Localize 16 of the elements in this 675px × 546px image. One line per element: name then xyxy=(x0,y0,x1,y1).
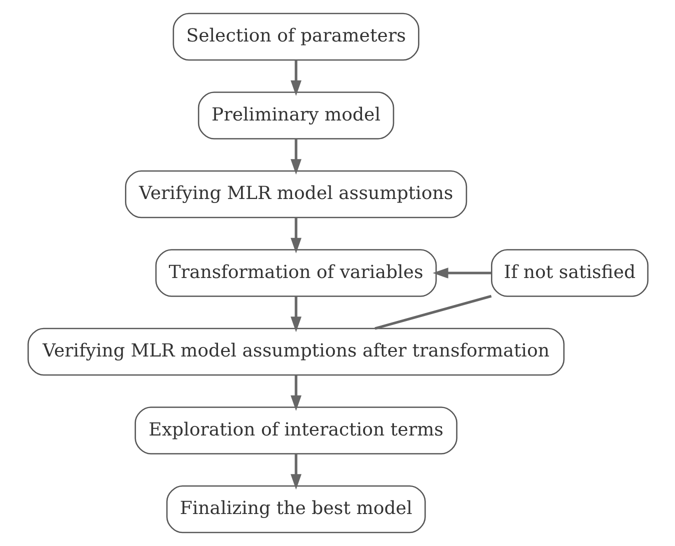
node-box: Selection of parameters xyxy=(172,12,419,61)
node-box: If not satisfied xyxy=(490,249,648,297)
arrow xyxy=(432,268,491,278)
arrow xyxy=(290,138,301,175)
connector xyxy=(374,294,492,330)
arrow xyxy=(290,60,301,96)
node-box: Exploration of interaction terms xyxy=(134,406,457,454)
node-box: Transformation of variables xyxy=(154,249,436,297)
node-box: Finalizing the best model xyxy=(166,485,426,534)
node-box: Verifying MLR model assumptions after transformation xyxy=(27,328,564,376)
node-box: Preliminary model xyxy=(197,92,394,140)
node-box: Verifying MLR model assumptions xyxy=(124,170,467,218)
arrow xyxy=(290,375,301,411)
arrow xyxy=(290,454,301,490)
arrow xyxy=(290,296,301,332)
arrow xyxy=(290,218,301,254)
